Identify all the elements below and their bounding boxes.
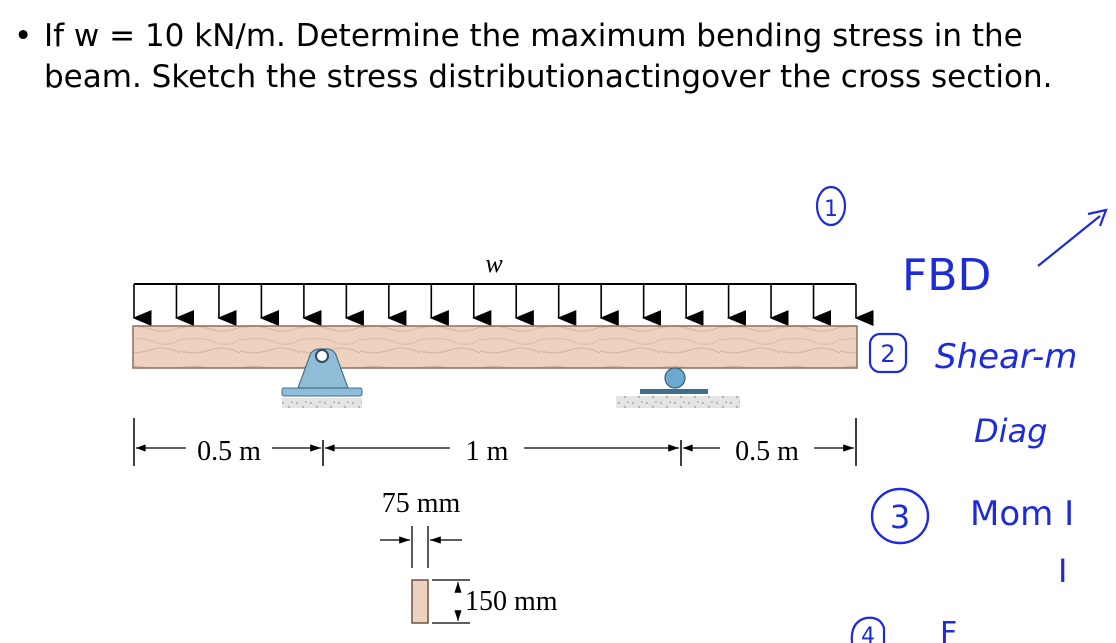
beam xyxy=(132,325,858,369)
section-height-dimension xyxy=(432,579,470,624)
question-text: • If w = 10 kN/m. Determine the maximum … xyxy=(14,16,1074,98)
bullet: • xyxy=(14,18,33,54)
distributed-load xyxy=(132,283,874,326)
note-step2-number: 2 xyxy=(880,340,895,368)
cross-section xyxy=(411,579,429,624)
load-label: w xyxy=(485,249,503,278)
note-step3: Mom I xyxy=(970,494,1074,534)
question-line-2: beam. Sketch the stress distributionacti… xyxy=(44,59,1053,95)
dim-middle-label: 1 m xyxy=(466,436,509,467)
note-step1: FBD xyxy=(902,250,991,301)
note-step3-number: 3 xyxy=(890,498,910,536)
pin-support xyxy=(281,348,363,408)
note-step1-number: 1 xyxy=(824,197,838,222)
note-step4: F xyxy=(940,616,957,643)
question-line-1: If w = 10 kN/m. Determine the maximum be… xyxy=(44,18,1023,54)
roller-support xyxy=(616,367,740,408)
note-step4-number: 4 xyxy=(861,624,875,643)
section-height-label: 150 mm xyxy=(465,586,558,617)
span-dimensions xyxy=(133,418,857,466)
section-width-dimension xyxy=(380,526,462,568)
dim-right-label: 0.5 m xyxy=(735,436,799,467)
note-step2: Shear-m xyxy=(935,337,1077,377)
dim-left-label: 0.5 m xyxy=(197,436,261,467)
note-step2-cont: Diag xyxy=(974,412,1047,450)
section-width-label: 75 mm xyxy=(382,488,461,519)
handwritten-notes: 1 FBD 2 Shear-m Diag 3 Mom I I 4 F xyxy=(815,185,1108,643)
note-step3-cont: I xyxy=(1058,552,1067,590)
